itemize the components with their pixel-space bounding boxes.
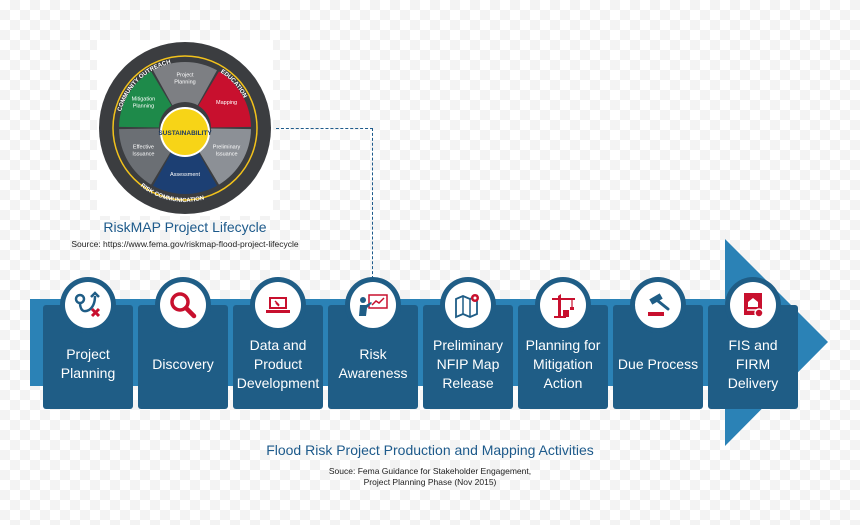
caption-source: Souce: Fema Guidance for Stakeholder Eng… bbox=[260, 466, 600, 488]
route-icon bbox=[60, 277, 116, 333]
step-label: Planning for Mitigation Action bbox=[525, 336, 601, 391]
step-label: FIS and FIRM Delivery bbox=[727, 336, 779, 391]
crane-icon bbox=[535, 277, 591, 333]
caption-source-line-1: Souce: Fema Guidance for Stakeholder Eng… bbox=[328, 466, 532, 476]
center-label: SUSTAINABILITY bbox=[158, 130, 212, 137]
step-label: Discovery bbox=[152, 355, 214, 372]
laptop-icon bbox=[250, 277, 306, 333]
step-label: Data and Product Development bbox=[236, 336, 320, 391]
step-label: Due Process bbox=[617, 355, 699, 372]
lifecycle-title: RiskMAP Project Lifecycle bbox=[103, 219, 267, 235]
step-label: Preliminary NFIP Map Release bbox=[432, 336, 503, 391]
lifecycle-segment bbox=[153, 62, 217, 106]
map-icon bbox=[440, 277, 496, 333]
step-label: Project Planning bbox=[60, 346, 116, 381]
lifecycle-segment-label: Assessment bbox=[170, 172, 200, 178]
step-label: Risk Awareness bbox=[338, 346, 408, 381]
center-hub bbox=[160, 107, 210, 157]
gold-arrow-ring bbox=[112, 55, 258, 201]
certificate-icon bbox=[725, 277, 781, 333]
presenter-icon bbox=[345, 277, 401, 333]
lifecycle-segment-label: Mapping bbox=[216, 100, 237, 106]
magnifier-icon bbox=[155, 277, 211, 333]
lifecycle-segment bbox=[198, 71, 251, 128]
caption-source-line-2: Project Planning Phase (Nov 2015) bbox=[363, 477, 497, 487]
gavel-icon bbox=[630, 277, 686, 333]
dashed-connector bbox=[276, 128, 373, 279]
lifecycle-segment bbox=[119, 128, 172, 185]
lifecycle-segment bbox=[153, 150, 217, 194]
lifecycle-segment bbox=[198, 128, 251, 185]
lifecycle-source: Source: https://www.fema.gov/riskmap-flo… bbox=[71, 239, 299, 249]
caption-title: Flood Risk Project Production and Mappin… bbox=[266, 442, 594, 458]
step-fis-firm-delivery: FIS and FIRM Delivery bbox=[708, 305, 798, 409]
step-data-product-development: Data and Product Development bbox=[233, 305, 323, 409]
lifecycle-segment bbox=[119, 71, 172, 128]
